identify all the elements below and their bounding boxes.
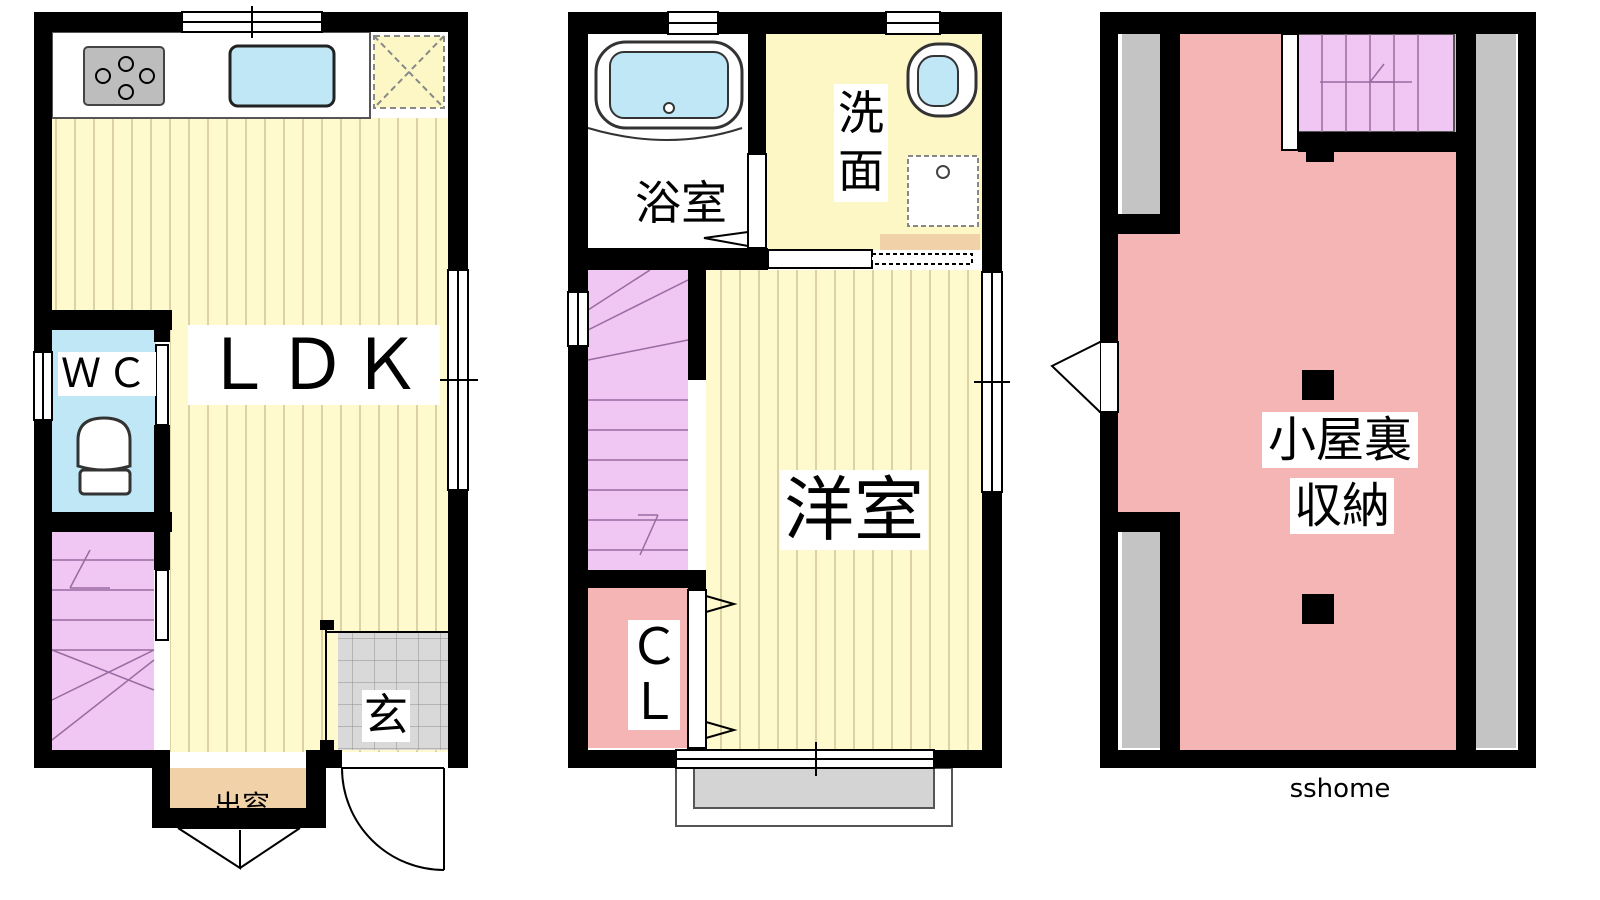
- attic-door: [1050, 341, 1119, 413]
- room-label-washroom: 洗面: [834, 84, 888, 202]
- walls-attic: [1100, 12, 1536, 768]
- stairs-lines: [51, 549, 155, 741]
- bay-window: [170, 768, 306, 808]
- windows-floor-2: [567, 11, 1010, 776]
- windows-floor-1: [33, 6, 478, 491]
- credit-text: sshome: [1286, 774, 1394, 804]
- balcony-floor: [693, 767, 935, 809]
- stove-burner-icon: [95, 56, 155, 100]
- walls-floor-2: [568, 12, 1002, 768]
- floor-2-plan: [567, 11, 1010, 827]
- washroom-shelf: [880, 234, 980, 250]
- room-label-storage: 収納: [1290, 478, 1394, 534]
- room-label-attic: 小屋裏: [1262, 412, 1418, 468]
- stairs-floor-1: [52, 530, 154, 752]
- room-label-closet: ＣＬ: [628, 618, 680, 731]
- wc-door: [155, 344, 169, 641]
- stairs-lines-2: [587, 269, 689, 556]
- ldk-floor: [52, 118, 448, 318]
- room-label-western-room: 洋室: [780, 470, 928, 550]
- entrance-door: [325, 622, 448, 871]
- stove: [83, 46, 165, 106]
- bay-window-doors: [177, 827, 301, 870]
- walls-floor-1: [34, 12, 468, 828]
- floor-1-plan: [33, 6, 478, 871]
- attic-plan: [1050, 12, 1536, 768]
- room-label-entrance: 玄: [362, 690, 410, 742]
- room-label-ldk: ＬＤＫ: [188, 325, 440, 405]
- room-label-bay-window: 出窓: [213, 789, 270, 822]
- room-label-wc: ＷＣ: [58, 352, 156, 396]
- doors-floor-2: [687, 153, 973, 749]
- stairs-floor-2: [588, 270, 688, 570]
- room-label-bathroom: 浴室: [622, 175, 740, 231]
- toilet-icon: [76, 416, 132, 496]
- kitchen-sink: [228, 44, 336, 108]
